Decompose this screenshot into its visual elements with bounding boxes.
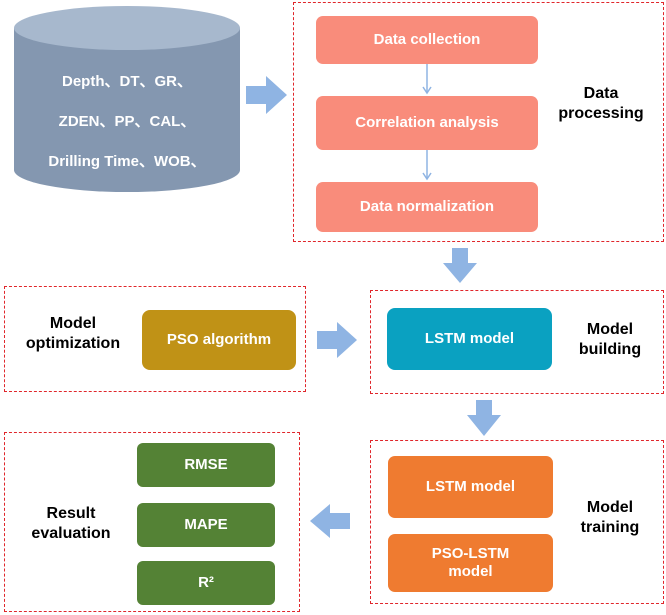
arrow-left-icon xyxy=(310,504,350,538)
model-building-group xyxy=(370,290,664,394)
model-building-label: Model building xyxy=(565,320,655,360)
database-line: Pressure、DFD、ROP xyxy=(48,233,206,250)
result-evaluation-label-line2: evaluation xyxy=(31,525,111,542)
model-building-label-line1: Model xyxy=(586,321,634,338)
lstm-model-training-node: LSTM model xyxy=(388,456,553,518)
model-training-label-line1: Model xyxy=(586,499,634,516)
correlation-analysis-node: Correlation analysis xyxy=(316,96,538,150)
model-optimization-label-line2: optimization xyxy=(25,335,121,352)
pso-algorithm-node: PSO algorithm xyxy=(142,310,296,370)
data-collection-node: Data collection xyxy=(316,16,538,64)
model-training-label: Model training xyxy=(565,498,655,538)
arrow-right-icon xyxy=(246,76,287,114)
pso-lstm-model-line1: PSO-LSTM xyxy=(431,545,510,562)
data-normalization-node: Data normalization xyxy=(316,182,538,232)
r-squared-node: R² xyxy=(137,561,275,605)
data-processing-label-line2: processing xyxy=(558,105,644,122)
lstm-model-node: LSTM model xyxy=(387,308,552,370)
pso-lstm-model-line2: model xyxy=(448,563,493,580)
data-processing-group xyxy=(293,2,664,242)
database-cylinder-icon xyxy=(14,6,240,192)
model-training-label-line2: training xyxy=(580,519,640,536)
database-line: Drilling Time、WOB、 xyxy=(48,153,206,170)
arrow-right-icon-2 xyxy=(317,322,357,358)
rmse-node: RMSE xyxy=(137,443,275,487)
model-training-group xyxy=(370,440,664,604)
data-processing-label: Data processing xyxy=(545,84,657,124)
arrow-down-icon xyxy=(443,248,477,283)
result-evaluation-group xyxy=(4,432,300,612)
mape-node: MAPE xyxy=(137,503,275,547)
database-line: Depth、DT、GR、 xyxy=(62,73,192,90)
result-evaluation-label: Result evaluation xyxy=(22,504,120,544)
thin-arrow-down-icon-2 xyxy=(422,150,432,181)
model-optimization-group xyxy=(4,286,306,392)
database-parameters: Depth、DT、GR、 ZDEN、PP、CAL、 Drilling Time、… xyxy=(14,52,240,272)
model-building-label-line2: building xyxy=(578,341,642,358)
pso-lstm-model-node: PSO-LSTM model xyxy=(388,534,553,592)
result-evaluation-label-line1: Result xyxy=(46,505,96,522)
model-optimization-label: Model optimization xyxy=(18,314,128,354)
data-processing-label-line1: Data xyxy=(583,85,619,102)
thin-arrow-down-icon xyxy=(422,64,432,95)
model-optimization-label-line1: Model xyxy=(49,315,97,332)
arrow-down-icon-2 xyxy=(467,400,501,436)
database-line: ZDEN、PP、CAL、 xyxy=(58,113,196,130)
database-line: BRS、PD、Pump xyxy=(64,193,190,210)
